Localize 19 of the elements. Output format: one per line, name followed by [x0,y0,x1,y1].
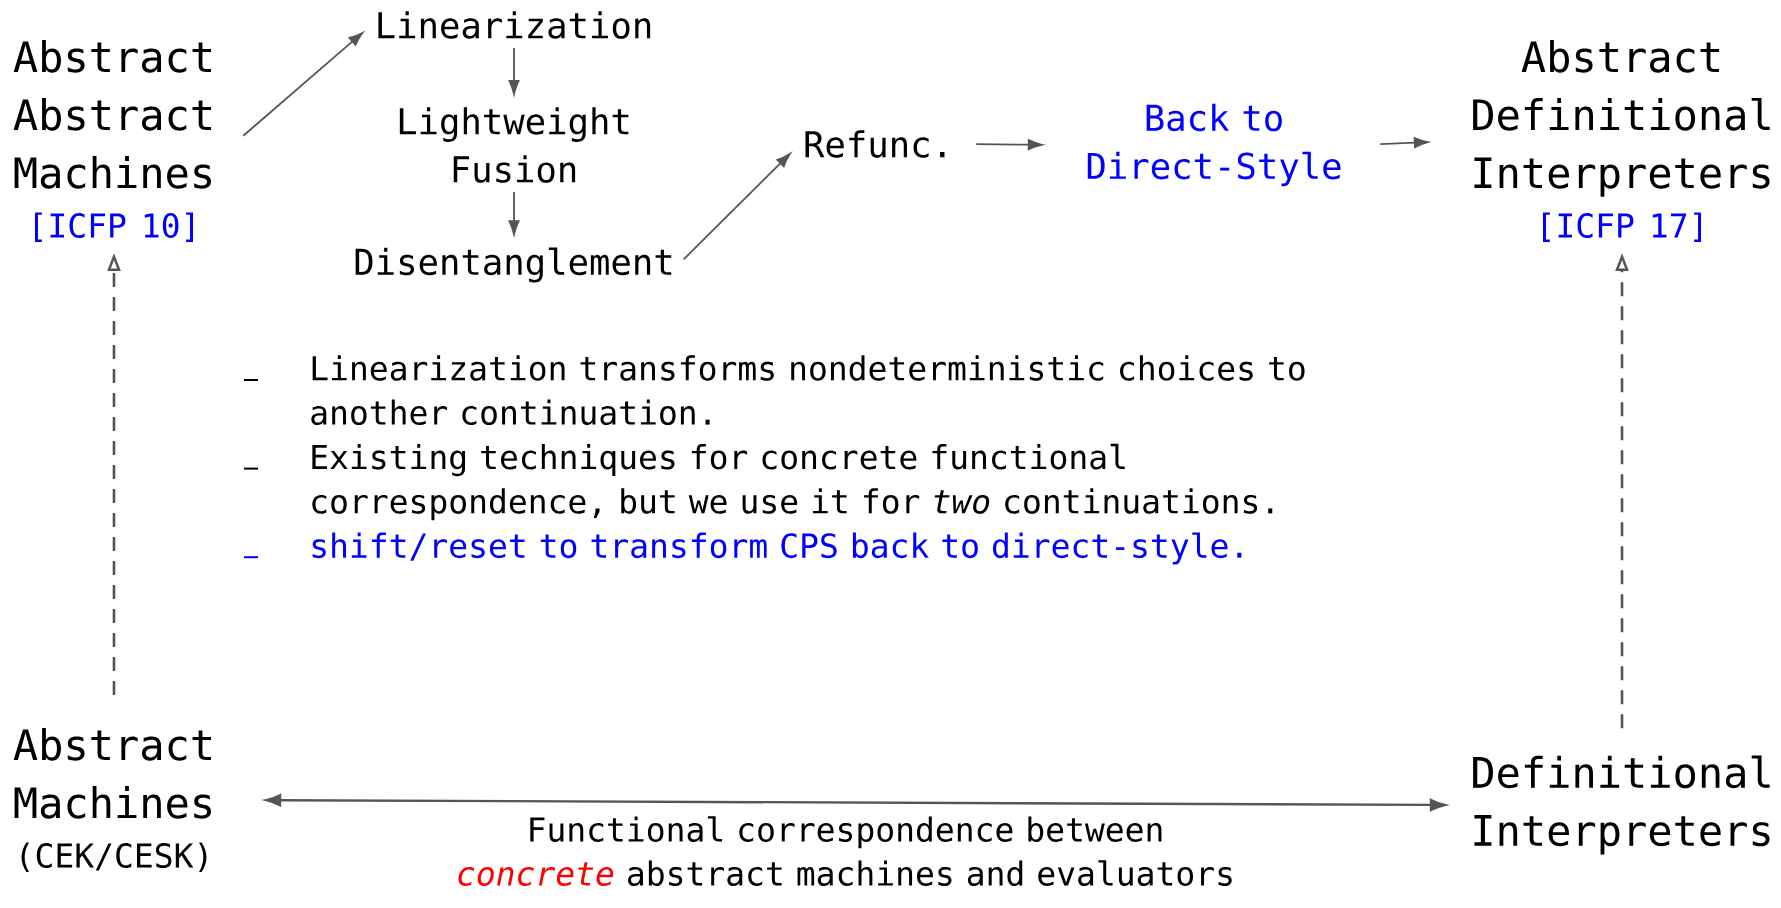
bullet-text: shift/reset to transform CPS back to direct-style. [312,532,1242,565]
step-label: Linearization [378,11,651,39]
step-label: Refunc. [805,130,945,158]
arrow [242,32,364,137]
arrow [682,153,791,261]
concept-label: Abstract Machines (CEK/CESK) [13,728,211,872]
bullet-text: Linearization transforms nondeterministic choices to another continuation. [311,355,1305,426]
arrow [508,47,520,95]
concept-label: Definitional Interpreters [1473,755,1770,855]
arrow [508,191,520,236]
concept-label: Abstract Definitional Interpreters [ICFP 17] [1473,40,1770,242]
step-label: Disentanglement [355,247,672,283]
edge-label: Functional correspondence between concrete abstract machines and evaluators [458,816,1232,886]
arrow [975,139,1043,151]
arrow [1379,137,1429,149]
step-label: Back to Direct-Style [1087,103,1341,187]
step-label: Lightweight Fusion [399,107,629,183]
concept-label: Abstract Abstract Machines [ICFP 10] [13,40,211,242]
bullet-text: Existing techniques for concrete functional correspondence, but we use it for two continuations. [312,443,1273,521]
